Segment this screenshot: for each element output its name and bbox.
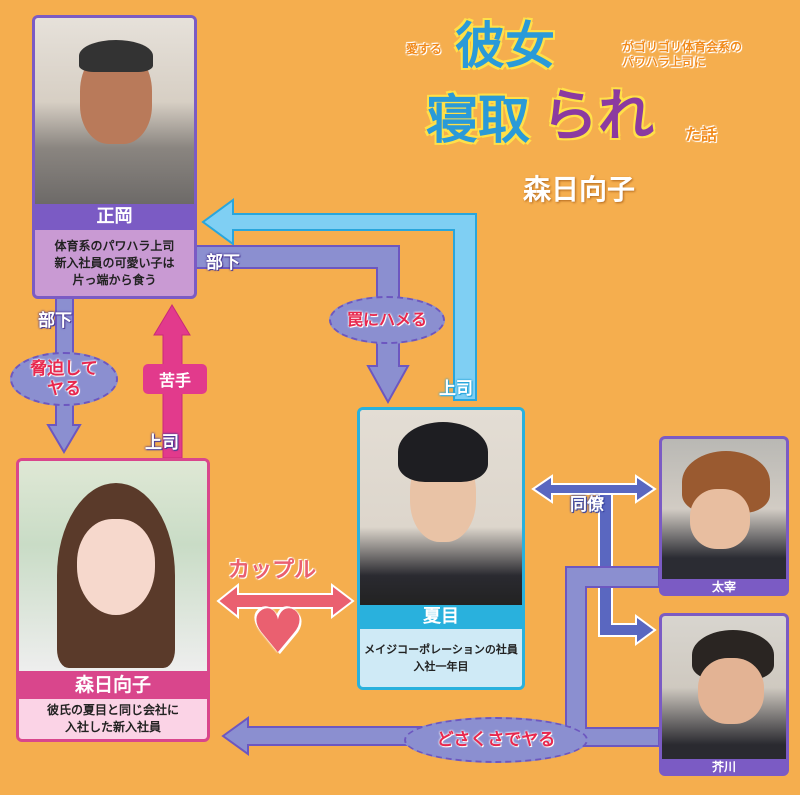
couple-arrow bbox=[216, 582, 355, 620]
label-douryou: 同僚 bbox=[570, 495, 604, 515]
label-nigate: 苦手 bbox=[143, 364, 207, 394]
card-dazai: 太宰 bbox=[659, 436, 789, 596]
label-dosakusa: どさくさでヤる bbox=[404, 717, 588, 763]
label-buka-down: 部下 bbox=[38, 311, 72, 331]
label-buka-right: 部下 bbox=[206, 253, 240, 273]
face-shape bbox=[698, 658, 764, 724]
name-masaoka: 正岡 bbox=[35, 204, 194, 230]
face-shape bbox=[690, 489, 750, 549]
name-dazai: 太宰 bbox=[711, 580, 736, 594]
title-prefix: 愛する bbox=[406, 42, 443, 56]
desc-natsume: メイジコーポレーションの社員 入社一年目 bbox=[364, 643, 518, 673]
photo-akutagawa bbox=[662, 616, 786, 759]
desc-hinako: 彼氏の夏目と同じ会社に 入社した新入社員 bbox=[46, 703, 179, 734]
label-wana: 罠にハメる bbox=[329, 296, 445, 344]
photo-dazai bbox=[662, 439, 786, 579]
card-hinako: 森日向子 彼氏の夏目と同じ会社に 入社した新入社員 bbox=[16, 458, 210, 742]
title-suffix-line1: がゴリゴリ体育会系の bbox=[622, 40, 743, 54]
title-accent: られ bbox=[542, 84, 654, 149]
title-end: た話 bbox=[685, 125, 718, 144]
label-couple: カップル bbox=[228, 558, 317, 583]
douryou-arrow bbox=[531, 474, 657, 504]
title-main-line1: 彼女 bbox=[455, 17, 555, 75]
heart-icon: ♥ bbox=[251, 597, 305, 667]
card-akutagawa: 芥川 bbox=[659, 613, 789, 776]
name-hinako: 森日向子 bbox=[19, 671, 207, 699]
photo-masaoka bbox=[35, 18, 194, 204]
label-kyohaku: 脅迫して ヤる bbox=[10, 352, 118, 406]
joshi-arrow bbox=[201, 198, 477, 401]
face-shape bbox=[77, 519, 155, 615]
card-natsume: 夏目 メイジコーポレーションの社員 入社一年目 bbox=[357, 407, 525, 690]
title-actress: 森日向子 bbox=[523, 173, 636, 206]
label-joshi-left: 上司 bbox=[145, 433, 179, 453]
photo-natsume bbox=[360, 410, 522, 605]
title-main-line2: 寝取 bbox=[426, 91, 531, 151]
desc-masaoka: 体育系のパワハラ上司 新入社員の可愛い子は 片っ端から食う bbox=[54, 238, 175, 287]
card-masaoka: 正岡 体育系のパワハラ上司 新入社員の可愛い子は 片っ端から食う bbox=[32, 15, 197, 299]
hair-shape bbox=[79, 40, 153, 72]
name-natsume: 夏目 bbox=[360, 605, 522, 629]
label-joshi-natsume: 上司 bbox=[439, 379, 473, 399]
title-suffix-line2: パワハラ上司に bbox=[622, 55, 706, 69]
photo-hinako bbox=[19, 461, 207, 671]
name-akutagawa: 芥川 bbox=[711, 760, 736, 774]
hair-shape bbox=[398, 422, 488, 482]
